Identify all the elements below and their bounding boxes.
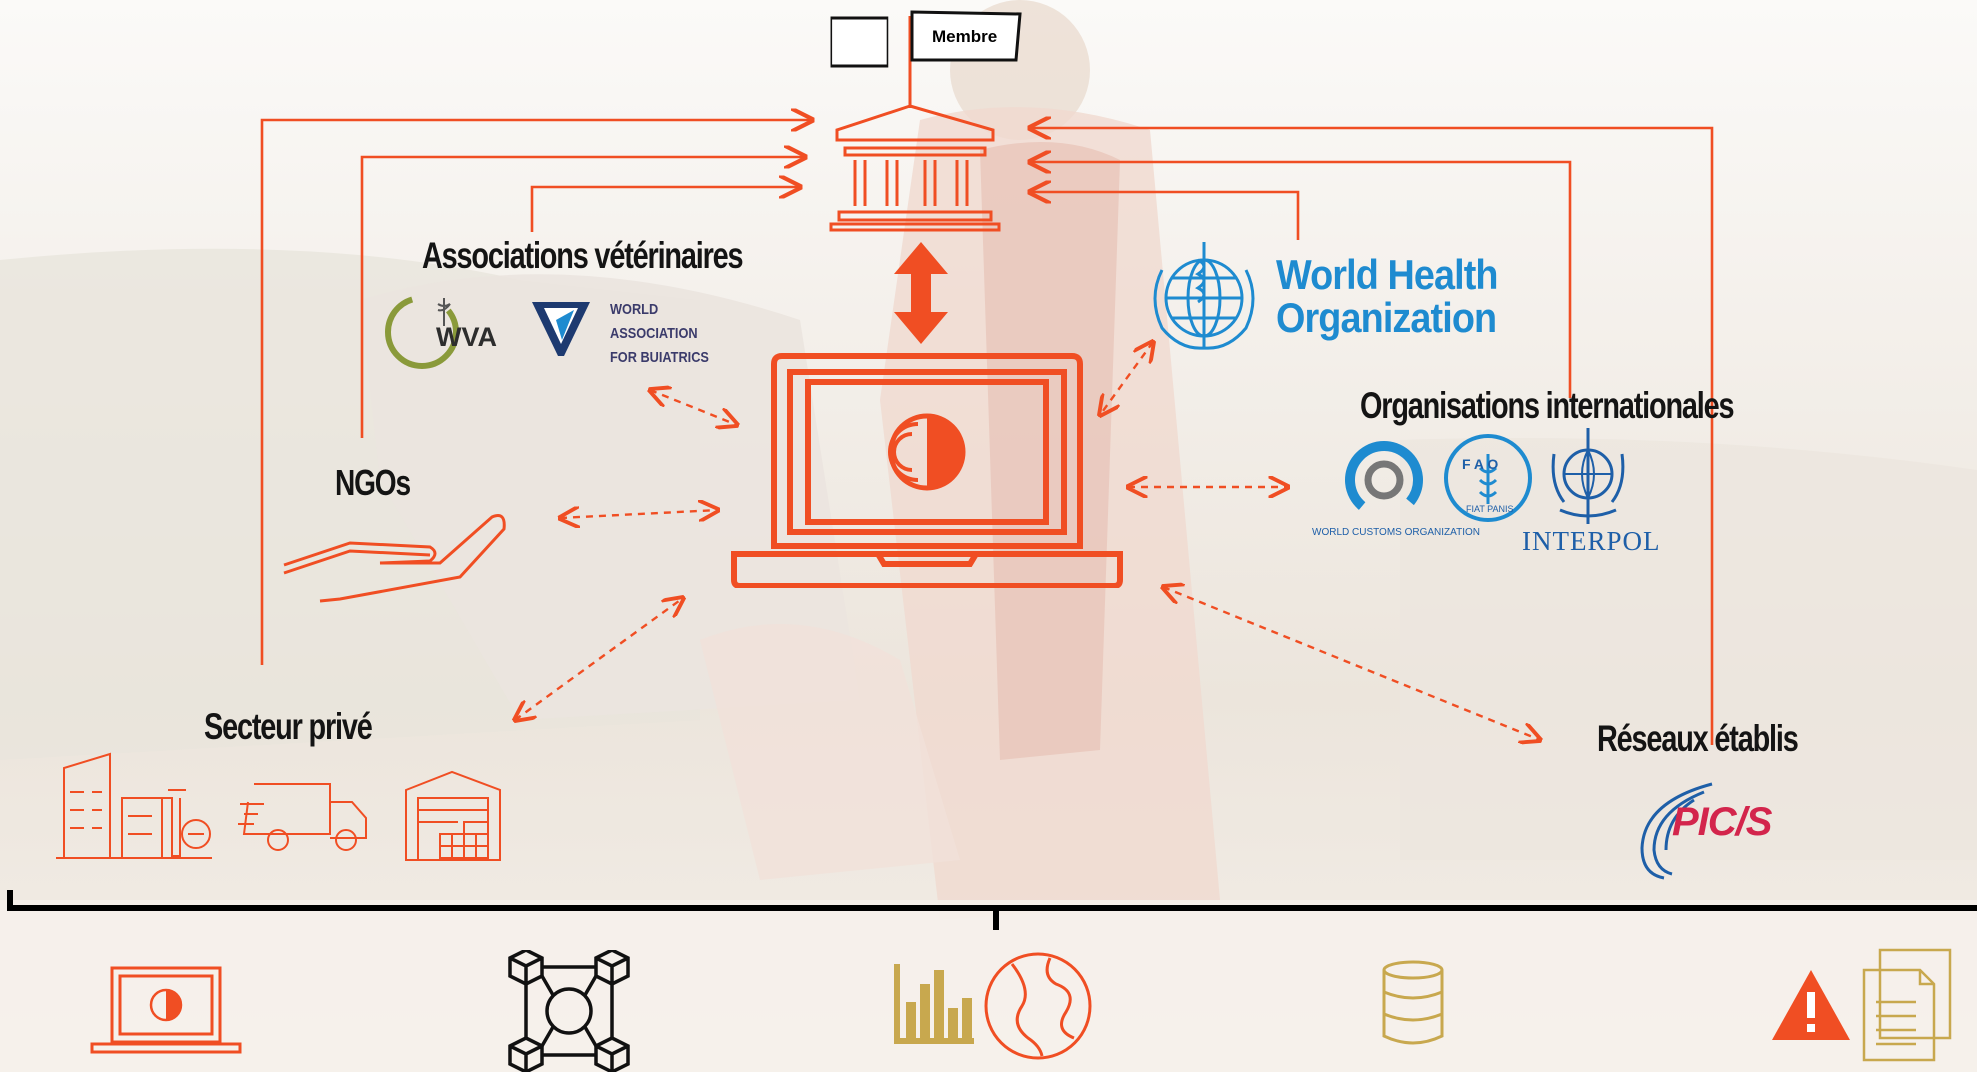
wco-logo-icon bbox=[1345, 441, 1423, 519]
fao-top-text: F A O bbox=[1462, 456, 1499, 472]
network-icon bbox=[508, 950, 630, 1072]
fao-bottom-text: FIAT PANIS bbox=[1466, 504, 1514, 514]
double-arrow-icon bbox=[894, 242, 948, 344]
pics-swirl-icon bbox=[1640, 782, 1713, 880]
established-networks-label: Réseaux établis bbox=[1597, 718, 1799, 759]
laptop-platform-icon bbox=[731, 353, 1123, 588]
who-emblem-icon bbox=[1153, 242, 1255, 350]
documents-icon bbox=[1862, 948, 1952, 1062]
wva-logo-icon bbox=[385, 295, 459, 369]
pics-name: PIC/S bbox=[1672, 800, 1772, 844]
interpol-name: INTERPOL bbox=[1522, 526, 1661, 556]
buiatrics-line3: FOR BUIATRICS bbox=[610, 349, 709, 366]
flag-label: Membre bbox=[932, 27, 998, 46]
warning-icon bbox=[1772, 970, 1850, 1040]
bar-chart-icon bbox=[894, 964, 974, 1044]
laptop-icon bbox=[90, 966, 242, 1054]
buiatrics-line1: WORLD bbox=[610, 301, 659, 318]
vet-associations-label: Associations vétérinaires bbox=[422, 235, 744, 276]
fao-logo-icon bbox=[1444, 434, 1532, 522]
truck-icon bbox=[238, 783, 367, 851]
ngos-label: NGOs bbox=[335, 462, 411, 503]
globe-icon bbox=[984, 952, 1092, 1060]
flag-icon bbox=[910, 10, 1022, 62]
wva-logo-text: WVA bbox=[436, 322, 497, 352]
factory-lab-icon bbox=[56, 752, 212, 859]
platform-logo-icon bbox=[888, 413, 966, 491]
who-name-line2: Organization bbox=[1276, 294, 1497, 341]
who-name-line1: World Health bbox=[1276, 251, 1499, 298]
interpol-emblem-icon bbox=[1551, 428, 1625, 524]
hand-icon bbox=[283, 514, 506, 603]
institution-building-icon bbox=[829, 16, 1001, 232]
buiatrics-logo-icon bbox=[532, 302, 590, 356]
international-orgs-label: Organisations internationales bbox=[1360, 385, 1735, 426]
wco-name: WORLD CUSTOMS ORGANIZATION bbox=[1312, 527, 1480, 538]
buiatrics-line2: ASSOCIATION bbox=[610, 325, 698, 342]
warehouse-icon bbox=[405, 770, 501, 861]
private-sector-label: Secteur privé bbox=[204, 706, 373, 747]
database-icon bbox=[1382, 960, 1444, 1045]
